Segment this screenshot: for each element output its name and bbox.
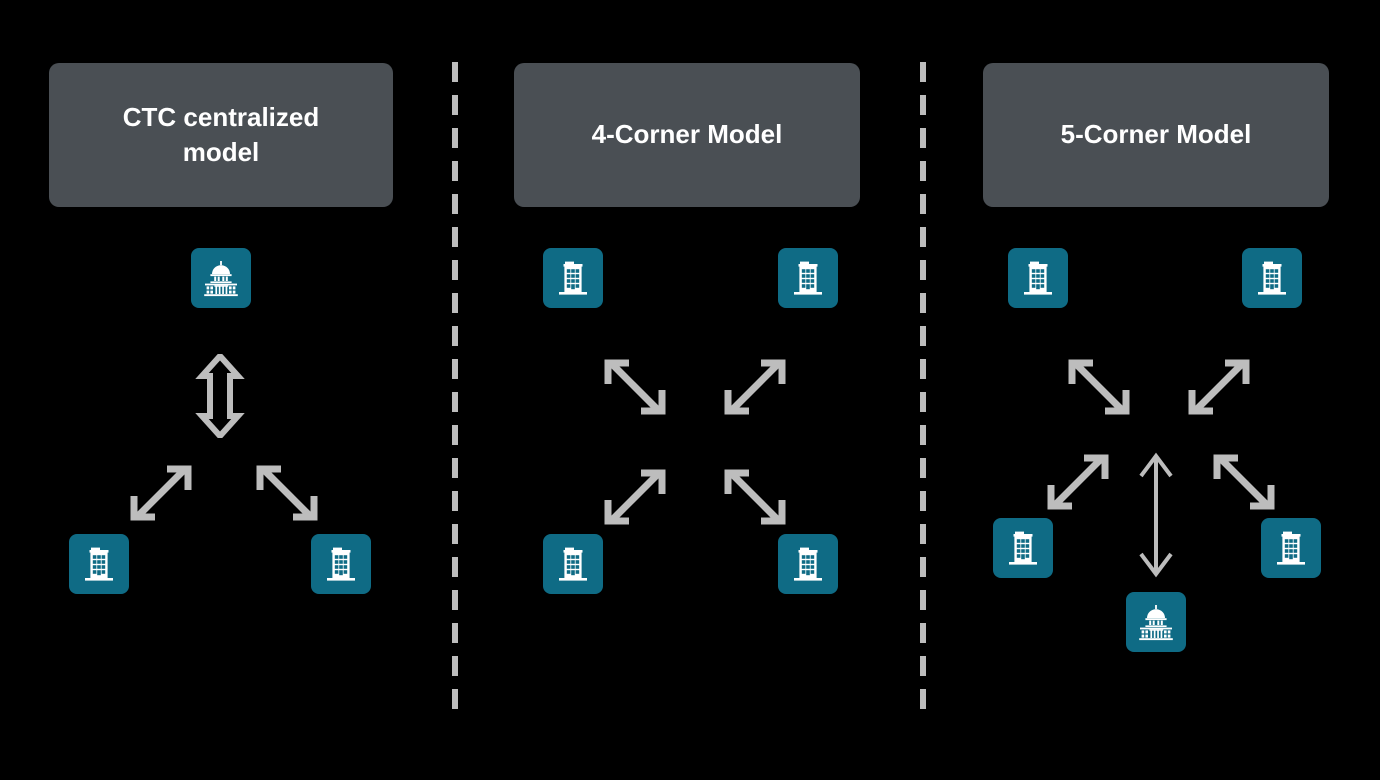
connector-ctc-diagonal-left <box>126 458 196 528</box>
government-building-icon <box>1136 602 1176 642</box>
office-building-icon <box>553 544 593 584</box>
panel-title-card-ctc: CTC centralized model <box>49 63 393 207</box>
arrow-ne-sw-icon <box>1043 447 1113 517</box>
office-building-icon <box>788 258 828 298</box>
node-5corner-top-left[interactable] <box>1008 248 1068 308</box>
node-5corner-mid-left[interactable] <box>993 518 1053 578</box>
connector-ctc-vertical-bidirectional <box>194 354 246 438</box>
node-4corner-top-right[interactable] <box>778 248 838 308</box>
arrow-up-down-icon <box>194 354 246 438</box>
arrow-nw-se-icon <box>1209 447 1279 517</box>
connector-5corner-center-vertical <box>1134 450 1178 580</box>
panel-divider-2 <box>920 62 926 712</box>
office-building-icon <box>1252 258 1292 298</box>
office-building-icon <box>553 258 593 298</box>
panel-divider-1 <box>452 62 458 712</box>
connector-5corner-mid-left <box>1043 447 1113 517</box>
panel-title-card-5corner: 5-Corner Model <box>983 63 1329 207</box>
office-building-icon <box>321 544 361 584</box>
arrow-ne-sw-icon <box>600 462 670 532</box>
connector-5corner-upper-right <box>1184 352 1254 422</box>
office-building-icon <box>788 544 828 584</box>
office-building-icon <box>1018 258 1058 298</box>
node-5corner-authority-bottom-center[interactable] <box>1126 592 1186 652</box>
connector-4corner-lower-left <box>600 462 670 532</box>
node-4corner-bottom-right[interactable] <box>778 534 838 594</box>
connector-4corner-upper-left <box>600 352 670 422</box>
arrow-ne-sw-icon <box>1184 352 1254 422</box>
node-5corner-top-right[interactable] <box>1242 248 1302 308</box>
arrow-up-down-thin-icon <box>1134 450 1178 580</box>
arrow-nw-se-icon <box>1064 352 1134 422</box>
arrow-nw-se-icon <box>720 462 790 532</box>
panel-title-5corner: 5-Corner Model <box>1060 119 1252 150</box>
node-4corner-top-left[interactable] <box>543 248 603 308</box>
office-building-icon <box>79 544 119 584</box>
connector-5corner-mid-right <box>1209 447 1279 517</box>
node-5corner-mid-right[interactable] <box>1261 518 1321 578</box>
office-building-icon <box>1003 528 1043 568</box>
panel-title-4corner: 4-Corner Model <box>591 119 783 150</box>
office-building-icon <box>1271 528 1311 568</box>
node-4corner-bottom-left[interactable] <box>543 534 603 594</box>
node-ctc-party-bottom-right[interactable] <box>311 534 371 594</box>
connector-ctc-diagonal-right <box>252 458 322 528</box>
node-ctc-hub[interactable] <box>191 248 251 308</box>
arrow-ne-sw-icon <box>126 458 196 528</box>
node-ctc-party-bottom-left[interactable] <box>69 534 129 594</box>
arrow-nw-se-icon <box>252 458 322 528</box>
connector-4corner-upper-right <box>720 352 790 422</box>
connector-4corner-lower-right <box>720 462 790 532</box>
panel-title-card-4corner: 4-Corner Model <box>514 63 860 207</box>
arrow-ne-sw-icon <box>720 352 790 422</box>
panel-title-ctc: CTC centralized model <box>122 101 320 167</box>
arrow-nw-se-icon <box>600 352 670 422</box>
government-building-icon <box>201 258 241 298</box>
connector-5corner-upper-left <box>1064 352 1134 422</box>
